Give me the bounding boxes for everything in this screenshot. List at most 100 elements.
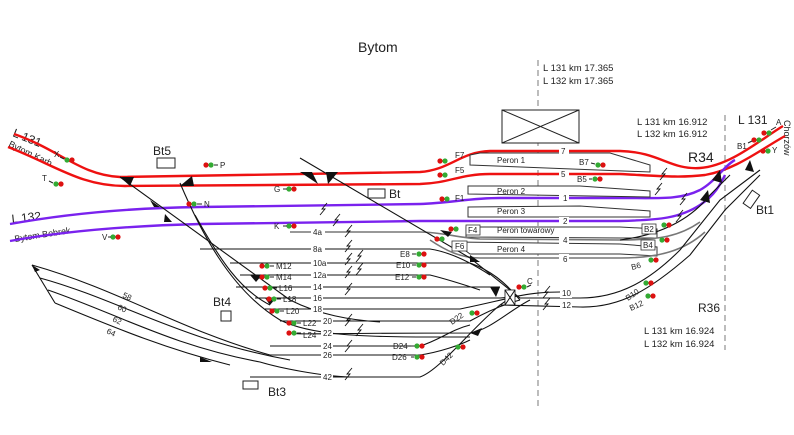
svg-text:B6: B6 xyxy=(630,261,642,272)
switch-markers xyxy=(32,160,754,362)
line-direction-bytom-bobrek: Bytom Bobrek xyxy=(14,225,72,244)
svg-text:B1: B1 xyxy=(737,142,747,151)
signal-g[interactable]: G xyxy=(274,185,297,194)
isolation-joints xyxy=(319,167,688,381)
signal-b2[interactable]: B2 xyxy=(641,222,672,235)
track-label-1: 1 xyxy=(563,194,568,203)
svg-text:L16: L16 xyxy=(279,284,293,293)
svg-text:G: G xyxy=(274,185,280,194)
signal-b5[interactable]: B5 xyxy=(577,175,603,184)
signal-e8[interactable]: E8 xyxy=(400,250,427,259)
svg-text:F5: F5 xyxy=(455,166,465,175)
svg-text:L24: L24 xyxy=(303,331,317,340)
signal-m12[interactable]: M12 xyxy=(259,262,292,271)
km-label: L 131 km 17.365 xyxy=(543,63,613,74)
svg-text:A: A xyxy=(776,118,782,127)
signal-d26[interactable]: D26 xyxy=(392,353,425,362)
signal-m14[interactable]: M14 xyxy=(259,273,292,282)
track-label-2: 2 xyxy=(563,217,568,226)
track-label-26: 26 xyxy=(323,351,332,360)
signal-c[interactable]: C xyxy=(516,277,533,290)
signal-b1[interactable]: B1 xyxy=(737,137,762,151)
signal-l16[interactable]: L16 xyxy=(262,284,293,293)
post-r34: R34 xyxy=(688,149,714,165)
signal-n[interactable]: N xyxy=(186,200,210,209)
signal-f7[interactable]: F7 xyxy=(437,151,465,164)
signal-a[interactable]: A xyxy=(761,118,782,136)
svg-text:F1: F1 xyxy=(455,194,465,203)
svg-text:E8: E8 xyxy=(400,250,410,259)
post-bt5[interactable]: Bt5 xyxy=(153,144,176,169)
track-l132-main-2[interactable] xyxy=(9,174,727,243)
signal-f6[interactable]: F6 xyxy=(434,236,468,252)
post-bt4[interactable]: Bt4 xyxy=(213,295,232,322)
signal-e12[interactable]: E12 xyxy=(395,273,427,282)
track-label-16: 16 xyxy=(313,294,322,303)
track-label-12a: 12a xyxy=(313,271,327,280)
signal-p[interactable]: P xyxy=(203,161,225,170)
track-label-42: 42 xyxy=(323,373,332,382)
track-label-60: 60 xyxy=(116,303,128,315)
line-label-l131-right: L 131 xyxy=(738,113,768,127)
post-bt1[interactable]: Bt1 xyxy=(742,189,774,217)
track-label-8a: 8a xyxy=(313,245,322,254)
signal-e10[interactable]: E10 xyxy=(396,261,427,270)
svg-text:B4: B4 xyxy=(643,241,653,250)
svg-text:E12: E12 xyxy=(395,273,410,282)
track-label-6: 6 xyxy=(563,255,568,264)
track-l131-main-5[interactable] xyxy=(7,134,786,188)
track-label-7: 7 xyxy=(561,147,566,156)
track-l132-main-1[interactable] xyxy=(9,158,736,226)
post-bt3[interactable]: Bt3 xyxy=(242,380,286,399)
track-label-18: 18 xyxy=(313,305,322,314)
track-label-22: 22 xyxy=(323,329,332,338)
svg-text:Y: Y xyxy=(772,146,778,155)
track-label-10a: 10a xyxy=(313,259,327,268)
crossover xyxy=(504,289,516,306)
signal-l24[interactable]: L24 xyxy=(286,330,317,340)
signal-x[interactable]: X xyxy=(54,150,75,163)
signal-f5[interactable]: F5 xyxy=(437,166,465,178)
svg-text:F4: F4 xyxy=(468,226,478,235)
svg-text:F7: F7 xyxy=(455,151,465,160)
line-direction-chorzow: Chorzów xyxy=(782,120,792,156)
post-bt[interactable]: Bt xyxy=(367,187,401,201)
track-labels: 7 5 1 2 4 6 4a 8a 10a 12a 14 16 18 20 22… xyxy=(105,146,572,382)
signal-l20[interactable]: L20 xyxy=(269,307,300,316)
signal-k[interactable]: K xyxy=(274,222,297,231)
signal-b7[interactable]: B7 xyxy=(579,158,606,168)
signal-l22[interactable]: L22 xyxy=(286,319,317,328)
signal-b4[interactable]: B4 xyxy=(640,237,670,251)
svg-text:Bt5: Bt5 xyxy=(153,144,171,158)
track-label-10: 10 xyxy=(562,289,571,298)
signal-d42[interactable]: D42 xyxy=(438,344,466,367)
svg-text:L22: L22 xyxy=(303,319,317,328)
signal-v[interactable]: V xyxy=(102,233,121,242)
svg-text:Bt4: Bt4 xyxy=(213,295,231,309)
svg-text:T: T xyxy=(42,174,47,183)
svg-text:B7: B7 xyxy=(579,158,589,167)
svg-text:V: V xyxy=(102,233,108,242)
svg-text:Peron towarowy: Peron towarowy xyxy=(497,226,554,235)
signal-l18[interactable]: L18 xyxy=(266,295,297,304)
svg-text:P: P xyxy=(220,161,225,170)
svg-text:Peron 4: Peron 4 xyxy=(497,245,526,254)
track-l131-main-7[interactable] xyxy=(13,124,784,179)
platform-peron-1: Peron 1 xyxy=(469,152,651,173)
km-label: L 132 km 16.912 xyxy=(637,129,707,140)
km-label: L 132 km 16.924 xyxy=(644,339,714,350)
signal-d24[interactable]: D24 xyxy=(393,342,425,351)
signal-b6[interactable]: B6 xyxy=(630,257,659,272)
track-label-58: 58 xyxy=(121,291,133,303)
signal-f1[interactable]: F1 xyxy=(439,194,465,203)
track-label-64: 64 xyxy=(105,327,117,339)
platform-peron-4: Peron 4 xyxy=(452,241,658,257)
signal-y[interactable]: Y xyxy=(760,146,778,155)
track-6[interactable] xyxy=(429,231,706,259)
track-label-5: 5 xyxy=(561,170,566,179)
signal-f4[interactable]: F4 xyxy=(448,224,481,236)
svg-text:L20: L20 xyxy=(286,307,300,316)
signal-t[interactable]: T xyxy=(42,174,64,187)
post-r36: R36 xyxy=(698,301,720,315)
